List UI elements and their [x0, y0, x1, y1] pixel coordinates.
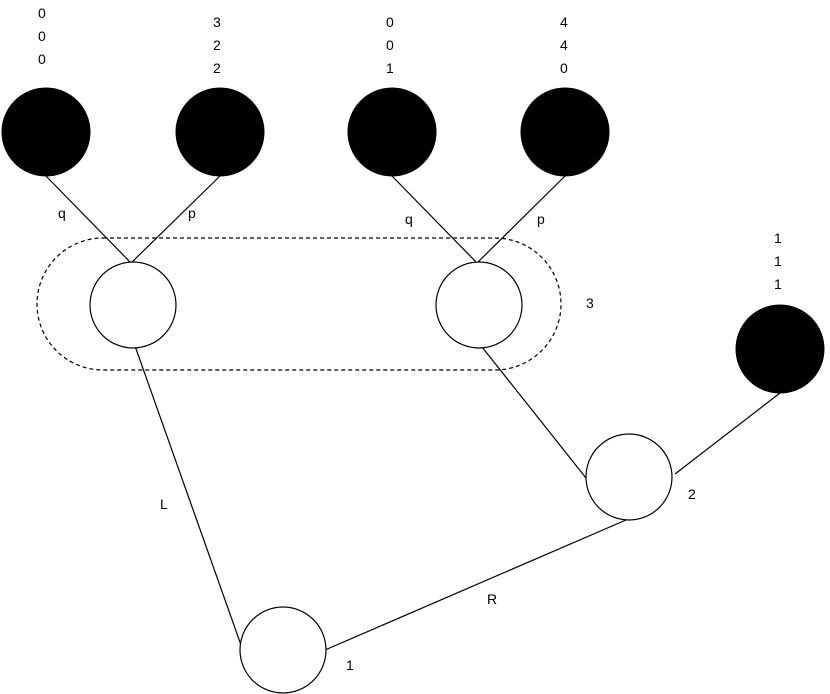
terminal-node-4	[520, 87, 610, 177]
action-label-left-q: q	[58, 205, 66, 221]
payoff-leaf1-1: 0	[38, 28, 46, 44]
payoff-leaf4-1: 4	[560, 37, 568, 53]
payoff-leaf4-0: 4	[560, 14, 568, 30]
terminal-node-1	[1, 87, 91, 177]
edge-right-p	[476, 175, 566, 264]
edge-node2-to-leaf5	[674, 392, 781, 475]
payoff-leaf5-0: 1	[774, 230, 782, 246]
action-label-L: L	[160, 496, 168, 512]
edge-node2-to-info-right	[481, 346, 587, 479]
payoff-leaf1-2: 0	[38, 51, 46, 67]
payoff-leaf5-1: 1	[774, 253, 782, 269]
payoff-leaf4-2: 0	[560, 60, 568, 76]
decision-node-info-left	[89, 261, 177, 349]
information-set-outline	[36, 237, 562, 371]
edge-root-to-left	[134, 345, 242, 646]
decision-node-info-right	[435, 261, 523, 349]
payoff-leaf3-1: 0	[386, 37, 394, 53]
edge-root-to-node2	[324, 519, 627, 651]
edge-left-p	[130, 175, 221, 264]
player-label-node2: 2	[688, 486, 696, 502]
player-label-root: 1	[346, 657, 354, 673]
edge-right-q	[391, 175, 478, 264]
payoff-leaf2-2: 2	[213, 60, 221, 76]
payoff-leaf1-0: 0	[38, 5, 46, 21]
action-label-left-p: p	[188, 205, 196, 221]
payoff-leaf2-1: 2	[213, 37, 221, 53]
decision-node-2	[585, 433, 673, 521]
player-label-info-set: 3	[586, 295, 594, 311]
action-label-R: R	[487, 591, 497, 607]
action-label-right-p: p	[537, 211, 545, 227]
terminal-node-5	[735, 304, 825, 394]
payoff-leaf5-2: 1	[774, 276, 782, 292]
payoff-leaf3-0: 0	[386, 14, 394, 30]
terminal-node-2	[175, 87, 265, 177]
decision-node-1	[239, 606, 327, 694]
terminal-node-3	[347, 87, 437, 177]
payoff-leaf2-0: 3	[213, 14, 221, 30]
action-label-right-q: q	[405, 211, 413, 227]
payoff-leaf3-2: 1	[386, 60, 394, 76]
edge-left-q	[45, 175, 132, 264]
